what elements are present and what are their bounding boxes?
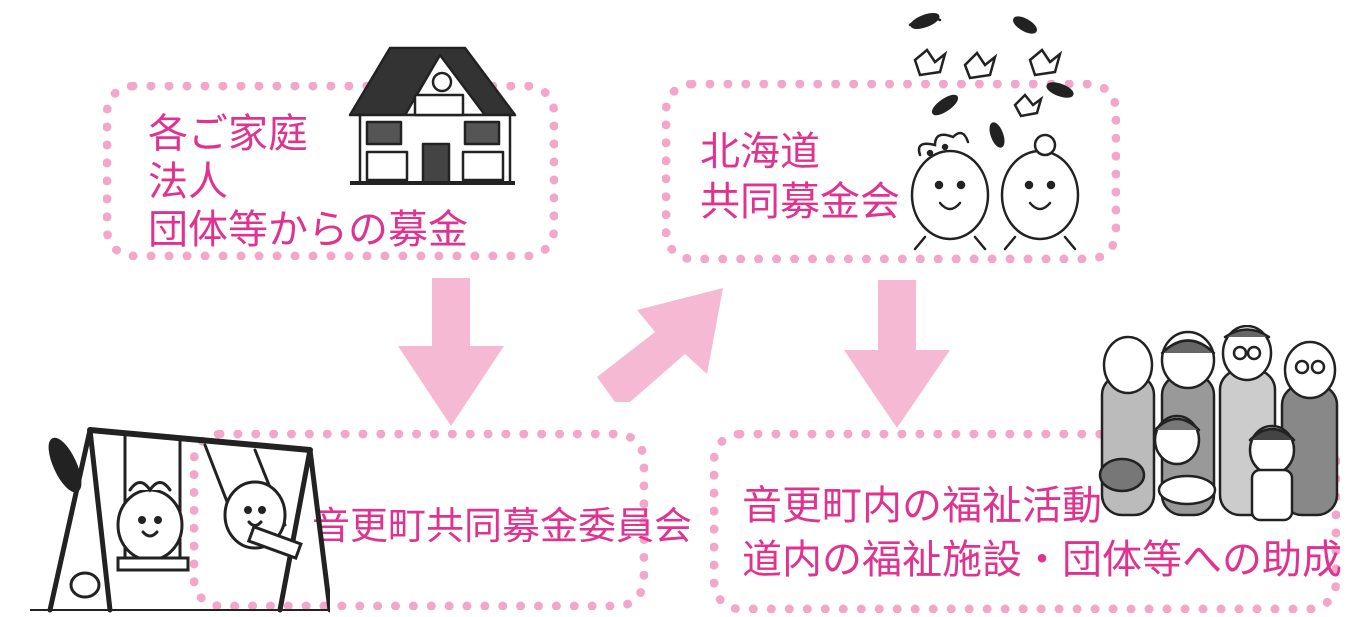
donations-line1: 各ご家庭 [148,111,308,157]
hokkaido-line1: 北海道 [700,129,820,175]
donations-line2: 法人 [148,159,228,205]
donations-line3: 団体等からの募金 [148,207,468,253]
family-group-icon [1092,325,1352,535]
mascots-with-feathers-icon [895,5,1095,255]
committee-line1: 音更町共同募金委員会 [312,504,693,548]
hokkaido-line2: 共同募金会 [700,179,900,225]
house-icon [345,40,520,190]
arrow-diagonal-up-right [595,282,735,412]
grants-line2: 道内の福祉施設・団体等への助成 [742,537,1342,583]
arrow-down-right [842,280,952,430]
grants-line1: 音更町内の福祉活動・ [742,483,1142,529]
swing-mascots-icon [30,410,330,615]
box-committee [190,430,648,610]
arrow-down-left [396,278,506,428]
